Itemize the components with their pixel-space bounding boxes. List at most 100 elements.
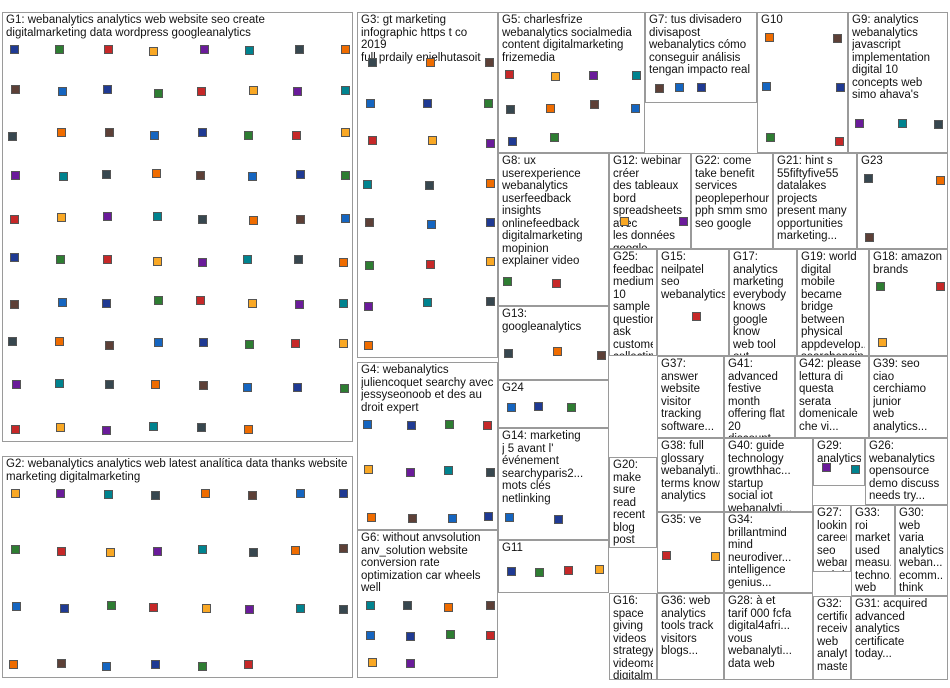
user-node[interactable] xyxy=(245,339,255,349)
user-node[interactable] xyxy=(425,57,435,67)
user-node[interactable] xyxy=(403,600,413,610)
user-node[interactable] xyxy=(339,489,349,498)
user-node[interactable] xyxy=(594,565,604,575)
user-node[interactable] xyxy=(864,174,874,184)
user-node[interactable] xyxy=(484,99,494,109)
user-node[interactable] xyxy=(102,425,112,435)
user-node[interactable] xyxy=(619,217,629,227)
user-node[interactable] xyxy=(243,660,253,670)
user-node[interactable] xyxy=(198,661,208,671)
user-node[interactable] xyxy=(366,630,376,640)
user-node[interactable] xyxy=(552,278,562,288)
user-node[interactable] xyxy=(444,602,454,612)
user-node[interactable] xyxy=(364,341,374,351)
user-node[interactable] xyxy=(201,489,211,498)
user-node[interactable] xyxy=(424,180,434,190)
user-node[interactable] xyxy=(197,257,207,267)
user-node[interactable] xyxy=(291,339,301,349)
user-node[interactable] xyxy=(833,33,843,43)
user-node[interactable] xyxy=(296,215,306,225)
user-node[interactable] xyxy=(662,550,672,560)
user-node[interactable] xyxy=(198,545,208,555)
user-node[interactable] xyxy=(57,297,67,307)
user-node[interactable] xyxy=(341,214,350,224)
user-node[interactable] xyxy=(506,402,516,412)
user-node[interactable] xyxy=(508,137,518,147)
user-node[interactable] xyxy=(8,131,18,141)
user-node[interactable] xyxy=(822,463,832,473)
user-node[interactable] xyxy=(56,546,66,556)
user-node[interactable] xyxy=(154,296,164,306)
user-node[interactable] xyxy=(448,513,458,523)
user-node[interactable] xyxy=(57,659,67,669)
user-node[interactable] xyxy=(102,661,112,671)
user-node[interactable] xyxy=(56,254,66,264)
user-node[interactable] xyxy=(10,170,20,180)
user-node[interactable] xyxy=(152,256,162,266)
user-node[interactable] xyxy=(56,213,66,223)
user-node[interactable] xyxy=(102,299,112,309)
user-node[interactable] xyxy=(367,135,377,145)
user-node[interactable] xyxy=(363,465,373,475)
user-node[interactable] xyxy=(933,120,943,130)
user-node[interactable] xyxy=(11,489,21,498)
user-node[interactable] xyxy=(56,489,66,498)
user-node[interactable] xyxy=(835,137,845,147)
user-node[interactable] xyxy=(60,603,70,613)
user-node[interactable] xyxy=(897,118,907,128)
user-node[interactable] xyxy=(339,338,349,348)
user-node[interactable] xyxy=(293,383,303,393)
user-node[interactable] xyxy=(199,381,208,391)
user-node[interactable] xyxy=(678,216,688,226)
user-node[interactable] xyxy=(485,179,495,189)
user-node[interactable] xyxy=(405,632,415,642)
user-node[interactable] xyxy=(362,420,372,429)
user-node[interactable] xyxy=(295,489,305,499)
user-node[interactable] xyxy=(597,350,606,360)
user-node[interactable] xyxy=(102,169,112,179)
user-node[interactable] xyxy=(365,217,375,227)
user-node[interactable] xyxy=(295,604,305,613)
user-node[interactable] xyxy=(340,45,350,54)
user-node[interactable] xyxy=(486,631,495,641)
user-node[interactable] xyxy=(9,299,19,309)
user-node[interactable] xyxy=(197,214,207,224)
user-node[interactable] xyxy=(422,98,432,108)
user-node[interactable] xyxy=(552,347,562,356)
user-node[interactable] xyxy=(293,87,303,97)
user-node[interactable] xyxy=(12,602,22,611)
user-node[interactable] xyxy=(631,104,641,114)
user-node[interactable] xyxy=(11,545,21,555)
user-node[interactable] xyxy=(338,258,348,267)
user-node[interactable] xyxy=(245,46,255,56)
user-node[interactable] xyxy=(249,85,259,95)
user-node[interactable] xyxy=(443,466,453,476)
user-node[interactable] xyxy=(198,128,208,138)
user-node[interactable] xyxy=(364,301,374,311)
user-node[interactable] xyxy=(762,81,772,91)
user-node[interactable] xyxy=(196,295,206,305)
user-node[interactable] xyxy=(296,170,306,180)
user-node[interactable] xyxy=(153,547,163,557)
user-node[interactable] xyxy=(339,605,349,615)
user-node[interactable] xyxy=(149,130,159,140)
user-node[interactable] xyxy=(566,402,576,412)
user-node[interactable] xyxy=(363,179,373,189)
user-node[interactable] xyxy=(247,490,257,500)
user-node[interactable] xyxy=(9,45,19,55)
user-node[interactable] xyxy=(505,70,515,80)
user-node[interactable] xyxy=(427,219,437,229)
user-node[interactable] xyxy=(406,658,416,668)
user-node[interactable] xyxy=(54,337,64,347)
user-node[interactable] xyxy=(149,602,159,612)
user-node[interactable] xyxy=(339,299,349,309)
user-node[interactable] xyxy=(854,118,864,128)
user-node[interactable] xyxy=(151,660,161,670)
user-node[interactable] xyxy=(589,100,599,110)
user-node[interactable] xyxy=(105,379,115,389)
user-node[interactable] xyxy=(54,45,64,54)
user-node[interactable] xyxy=(103,212,113,222)
user-node[interactable] xyxy=(711,551,721,561)
user-node[interactable] xyxy=(151,490,161,500)
user-node[interactable] xyxy=(149,421,159,431)
